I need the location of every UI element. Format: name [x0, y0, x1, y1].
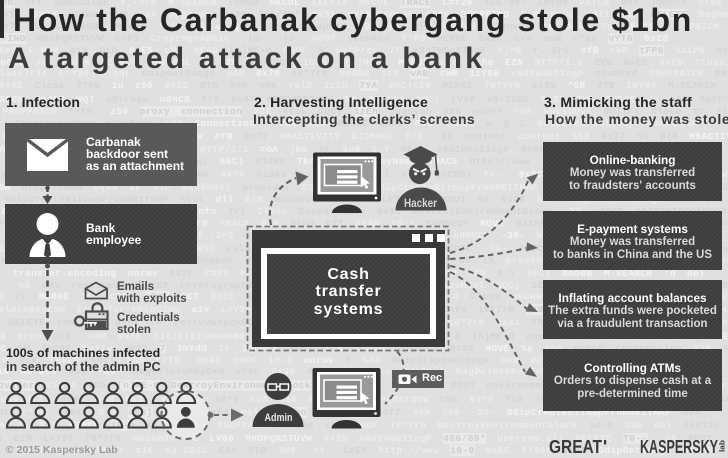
svg-text:Admin: Admin	[265, 412, 293, 424]
svg-text:Hacker: Hacker	[404, 196, 437, 210]
svg-text:GREAT: GREAT	[549, 437, 602, 457]
svg-text:KASPERSKY: KASPERSKY	[640, 437, 718, 457]
svg-text:lab: lab	[718, 440, 727, 452]
